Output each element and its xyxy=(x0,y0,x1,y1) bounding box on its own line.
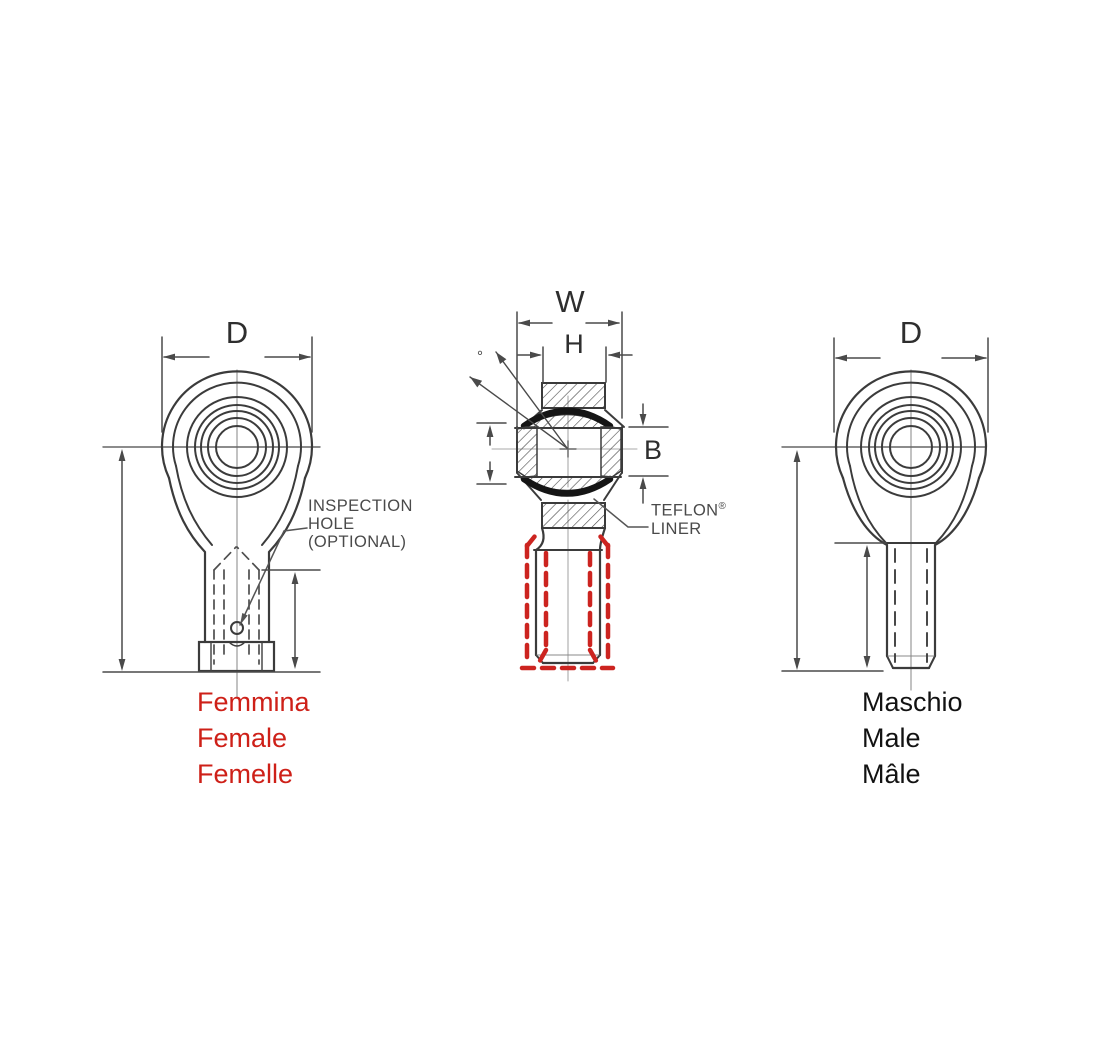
male-dim-thread-length xyxy=(834,542,887,666)
inspection-note-line3: (OPTIONAL) xyxy=(308,533,407,551)
teflon-liner-top xyxy=(520,407,614,430)
teflon-note-line2: LINER xyxy=(651,519,702,538)
male-dim-length xyxy=(781,452,884,672)
teflon-liner-bottom xyxy=(520,475,614,497)
misalignment-angle-callout xyxy=(469,351,568,449)
dim-label-d-female: D xyxy=(225,315,249,350)
registered-mark: ® xyxy=(718,501,727,512)
caption-mâle: Mâle xyxy=(862,759,921,789)
section-dim-H xyxy=(517,346,633,383)
teflon-brand: TEFLON xyxy=(651,501,719,520)
teflon-note-line1: TEFLON® xyxy=(651,498,726,520)
caption-maschio: Maschio xyxy=(862,687,963,717)
dim-label-b: B xyxy=(643,435,663,465)
female-dim-thread-depth xyxy=(261,569,321,667)
female-dim-length xyxy=(102,451,321,673)
female-captions: Femmina Female Femelle xyxy=(197,684,310,792)
section-diagram xyxy=(469,311,669,682)
male-thread-hidden-lines xyxy=(894,548,928,663)
inspection-hole-leader xyxy=(239,527,308,626)
male-diagram xyxy=(781,337,989,691)
female-dim-D xyxy=(161,336,313,433)
male-thread-highlight xyxy=(519,528,616,671)
inspection-note-line2: HOLE xyxy=(308,515,355,533)
teflon-liner-note: TEFLON® LINER xyxy=(651,498,726,538)
teflon-liner-leader xyxy=(593,498,649,528)
inspection-hole xyxy=(230,621,244,635)
caption-male: Male xyxy=(862,723,921,753)
male-captions: Maschio Male Mâle xyxy=(862,684,963,792)
inspection-note-line1: INSPECTION xyxy=(308,497,413,515)
dim-label-h: H xyxy=(564,329,584,359)
inspection-hole-note: INSPECTION HOLE (OPTIONAL) xyxy=(308,497,413,551)
caption-female: Female xyxy=(197,723,288,753)
female-diagram xyxy=(102,336,321,698)
degree-symbol: ° xyxy=(477,348,483,365)
dim-label-d-male: D xyxy=(899,315,923,350)
caption-femmina: Femmina xyxy=(197,687,310,717)
dim-label-w: W xyxy=(555,284,585,319)
caption-femelle: Femelle xyxy=(197,759,294,789)
